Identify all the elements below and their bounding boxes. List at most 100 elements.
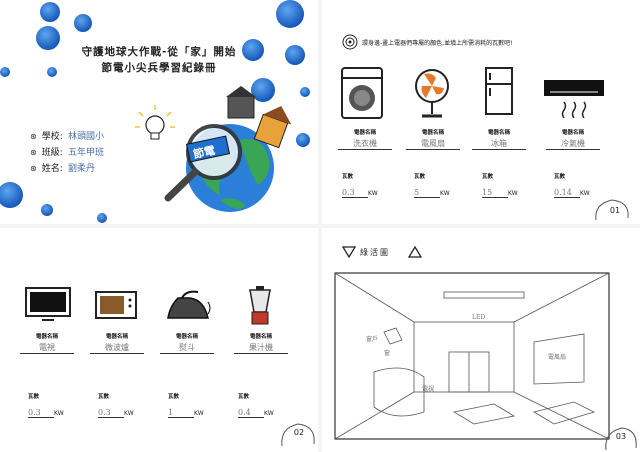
label-led: LED xyxy=(472,314,486,321)
watt-unit: KW xyxy=(440,190,450,197)
watt-value: 1 xyxy=(168,408,194,418)
name-label: 電器名稱 xyxy=(105,334,128,340)
room-sketch xyxy=(334,272,610,440)
name-value: 劉柔丹 xyxy=(67,164,95,174)
name-value: 冰箱 xyxy=(472,138,526,150)
name-value: 電視 xyxy=(20,342,74,354)
name-icon: ⊛ xyxy=(30,164,37,173)
class-label: 班級: xyxy=(41,148,63,158)
appliance-card: 電器名稱 微波爐 xyxy=(90,332,144,354)
name-value: 微波爐 xyxy=(90,342,144,354)
watt-label: 瓦數 xyxy=(238,394,250,400)
page-corner-icon xyxy=(605,427,637,451)
label-note-left: 窗戶 xyxy=(366,336,379,343)
watt-label: 瓦數 xyxy=(482,174,494,180)
watt-label: 瓦數 xyxy=(342,174,354,180)
page-number-02: 02 xyxy=(293,428,305,437)
target-icon xyxy=(342,34,358,50)
watt-label: 瓦數 xyxy=(98,394,110,400)
triangle-up-icon xyxy=(408,246,422,258)
section-title: 綠活圖 xyxy=(360,248,390,257)
electric-fan-icon xyxy=(415,69,449,118)
watt-value: 0.4 xyxy=(238,408,264,418)
watt-unit: KW xyxy=(508,190,518,197)
watt-value: 5 xyxy=(414,188,440,198)
washing-machine-icon xyxy=(341,67,383,119)
name-label: 電器名稱 xyxy=(35,334,58,340)
watt-label: 瓦數 xyxy=(554,174,566,180)
school-row: ⊛ 學校: 林頭國小 xyxy=(30,124,104,143)
watt-unit: KW xyxy=(264,410,274,417)
watt-unit: KW xyxy=(368,190,378,197)
watt-value: 0.3 xyxy=(98,408,124,418)
appliance-card: 電器名稱 洗衣機 xyxy=(338,128,392,150)
page-number-03: 03 xyxy=(615,432,627,441)
name-label: 姓名: xyxy=(41,164,63,174)
watt-unit: KW xyxy=(194,410,204,417)
cover-title-line1: 守護地球大作戰-從「家」開始 xyxy=(81,46,237,58)
page-03: 綠活圖 LED 電風扇 電視 窗 窗戶 03 xyxy=(322,228,640,452)
name-value: 洗衣機 xyxy=(338,138,392,150)
name-label: 電器名稱 xyxy=(561,130,584,136)
page-01: 環身邊-畫上電器們專屬的顏色,並填上所需消耗的瓦數吧! 電器名稱 洗衣機 電器名… xyxy=(322,0,640,224)
page-02: 電器名稱 電視 電器名稱 微波爐 電器名稱 熨斗 電器名稱 果汁機 瓦數 0.3… xyxy=(0,228,318,452)
appliance-card: 電器名稱 熨斗 xyxy=(160,332,214,354)
name-value: 果汁機 xyxy=(234,342,288,354)
watt-value: 0.3 xyxy=(28,408,54,418)
iron-icon xyxy=(167,290,211,319)
watt-value: 15 xyxy=(482,188,508,198)
appliance-card: 電器名稱 冰箱 xyxy=(472,128,526,150)
appliance-card: 電器名稱 電視 xyxy=(20,332,74,354)
name-label: 電器名稱 xyxy=(175,334,198,340)
class-icon: ⊛ xyxy=(30,148,37,157)
label-tv: 電視 xyxy=(422,386,435,393)
cover-decoration xyxy=(0,0,310,223)
house-icon xyxy=(226,86,292,149)
school-value: 林頭國小 xyxy=(67,132,104,142)
page-corner-icon xyxy=(281,423,315,447)
blue-dots xyxy=(0,0,310,223)
name-label: 電器名稱 xyxy=(421,130,444,136)
class-row: ⊛ 班級: 五年甲班 xyxy=(30,140,104,159)
cover-title-line2: 節電小尖兵學習紀錄冊 xyxy=(101,62,217,74)
watt-unit: KW xyxy=(580,190,590,197)
watt-label: 瓦數 xyxy=(28,394,40,400)
triangle-down-icon xyxy=(342,246,356,258)
appliance-card: 電器名稱 電風扇 xyxy=(406,128,460,150)
watt-unit: KW xyxy=(54,410,64,417)
badge-background xyxy=(185,135,231,163)
name-value: 電風扇 xyxy=(406,138,460,150)
label-window: 窗 xyxy=(384,350,391,357)
watt-label: 瓦數 xyxy=(414,174,426,180)
lightbulb-icon xyxy=(135,105,175,140)
page-number-01: 01 xyxy=(609,206,621,215)
name-label: 電器名稱 xyxy=(249,334,272,340)
watt-unit: KW xyxy=(124,410,134,417)
name-label: 電器名稱 xyxy=(487,130,510,136)
refrigerator-icon xyxy=(485,67,513,115)
television-icon xyxy=(25,287,71,321)
blender-icon xyxy=(249,286,271,325)
school-label: 學校: xyxy=(41,132,63,142)
appliance-card: 電器名稱 果汁機 xyxy=(234,332,288,354)
class-value: 五年甲班 xyxy=(67,148,104,158)
watt-label: 瓦數 xyxy=(168,394,180,400)
name-value: 冷氣機 xyxy=(546,138,600,150)
name-row: ⊛ 姓名: 劉柔丹 xyxy=(30,156,95,175)
microwave-icon xyxy=(95,291,137,319)
label-wall-item: 電風扇 xyxy=(548,354,567,361)
air-conditioner-icon xyxy=(544,80,604,118)
name-label: 電器名稱 xyxy=(353,130,376,136)
watt-value: 0.3 xyxy=(342,188,368,198)
school-icon: ⊛ xyxy=(30,132,37,141)
name-value: 熨斗 xyxy=(160,342,214,354)
appliance-card: 電器名稱 冷氣機 xyxy=(546,128,600,150)
